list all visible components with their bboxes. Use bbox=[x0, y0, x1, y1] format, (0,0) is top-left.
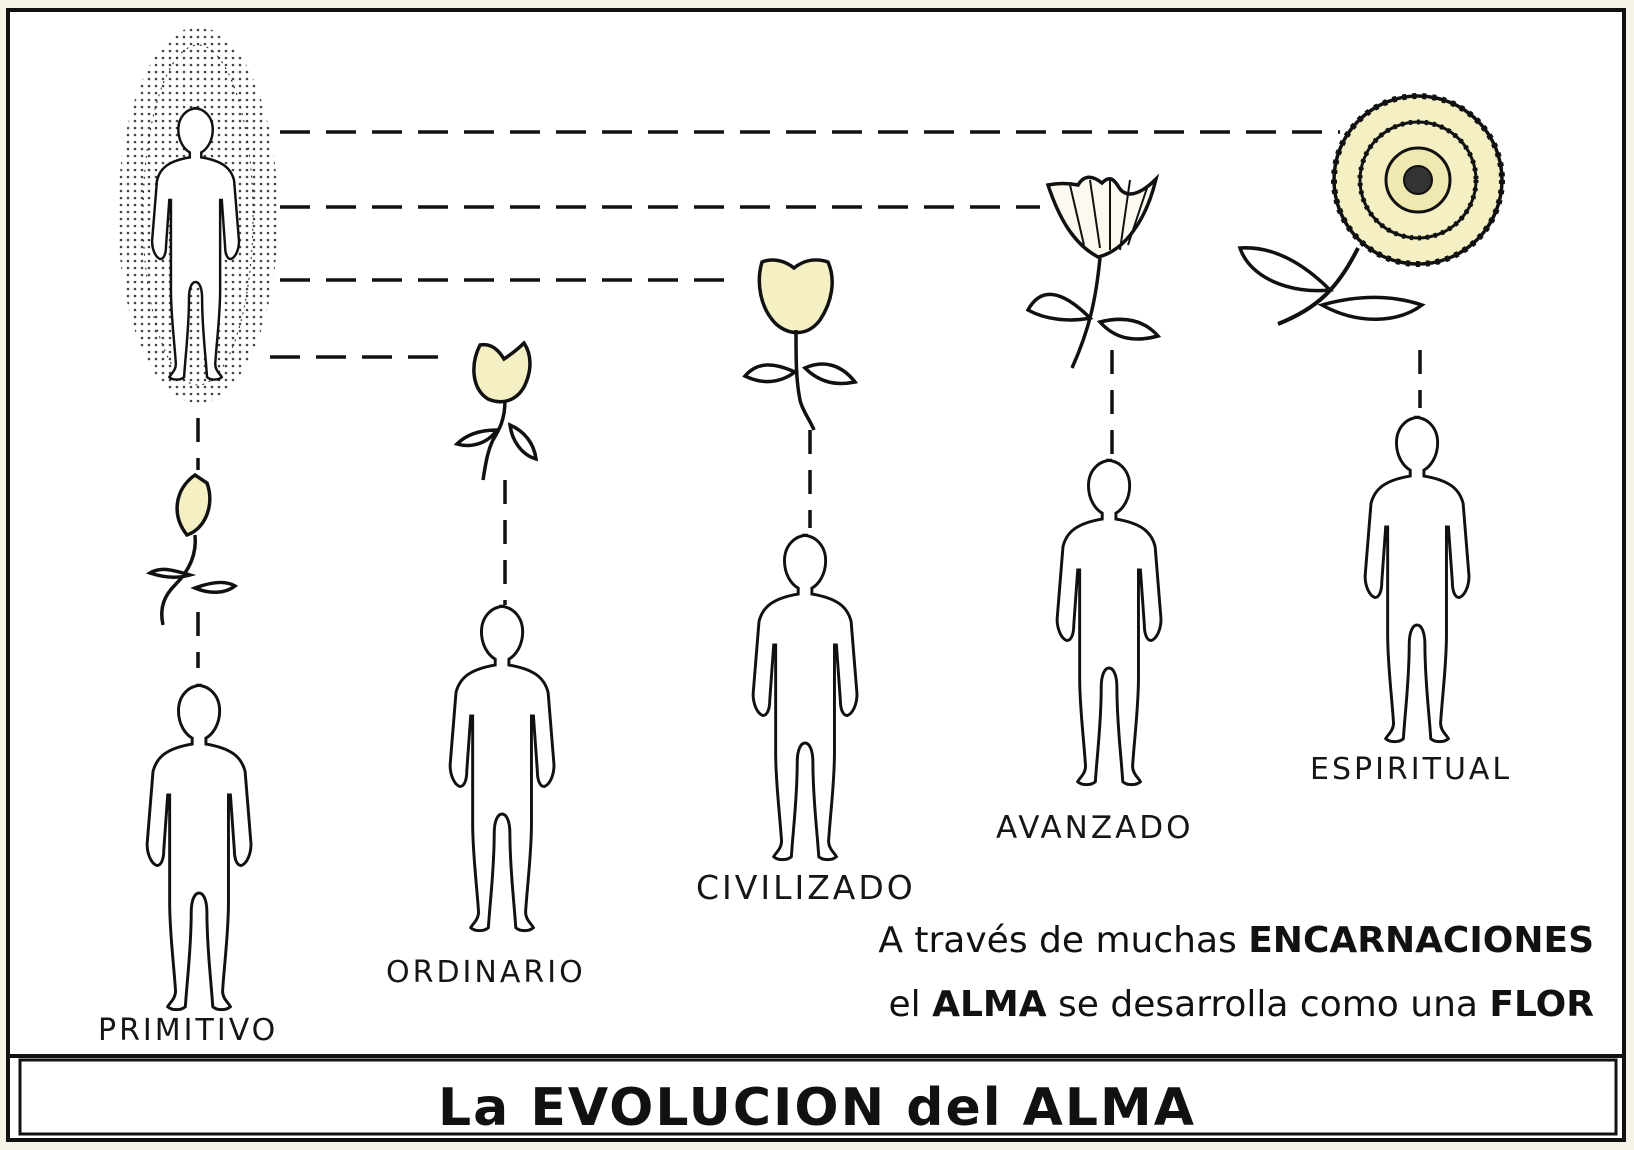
caption-line-2-emphasis-1: ALMA bbox=[932, 984, 1047, 1025]
stage-label-primitivo: PRIMITIVO bbox=[98, 1013, 279, 1048]
caption-line-2: el ALMA se desarrolla como una FLOR bbox=[888, 984, 1594, 1025]
stage-label-espiritual: ESPIRITUAL bbox=[1310, 752, 1513, 787]
caption-line-1-emphasis: ENCARNACIONES bbox=[1248, 920, 1594, 961]
title-box bbox=[18, 1058, 1618, 1136]
caption-line-1: A través de muchas ENCARNACIONES bbox=[878, 920, 1594, 961]
flower-full-bloom-icon bbox=[1237, 93, 1505, 326]
flower-opening-icon bbox=[742, 258, 859, 431]
vertical-connectors bbox=[196, 350, 1422, 668]
soul-aura-figure bbox=[118, 27, 278, 403]
stage-label-ordinario: ORDINARIO bbox=[386, 955, 586, 990]
caption-line-2-middle: se desarrolla como una bbox=[1058, 984, 1478, 1025]
soul-connectors bbox=[270, 130, 1340, 359]
stage-label-civilizado: CIVILIZADO bbox=[696, 868, 916, 907]
caption-line-2-prefix: el bbox=[888, 984, 921, 1025]
title-emphasis-1: EVOLUCION bbox=[530, 1078, 887, 1138]
caption-line-2-emphasis-2: FLOR bbox=[1489, 984, 1594, 1025]
title-emphasis-2: ALMA bbox=[1022, 1078, 1197, 1138]
flower-bud-icon bbox=[145, 472, 239, 626]
flower-open-icon bbox=[1025, 173, 1162, 369]
stage-label-avanzado: AVANZADO bbox=[996, 810, 1194, 846]
title-middle: del bbox=[906, 1078, 1003, 1138]
title-prefix: La bbox=[437, 1078, 511, 1138]
flower-small-icon bbox=[453, 340, 539, 481]
caption-line-1-prefix: A través de muchas bbox=[878, 920, 1237, 961]
page-title: La EVOLUCION del ALMA bbox=[0, 1078, 1634, 1138]
